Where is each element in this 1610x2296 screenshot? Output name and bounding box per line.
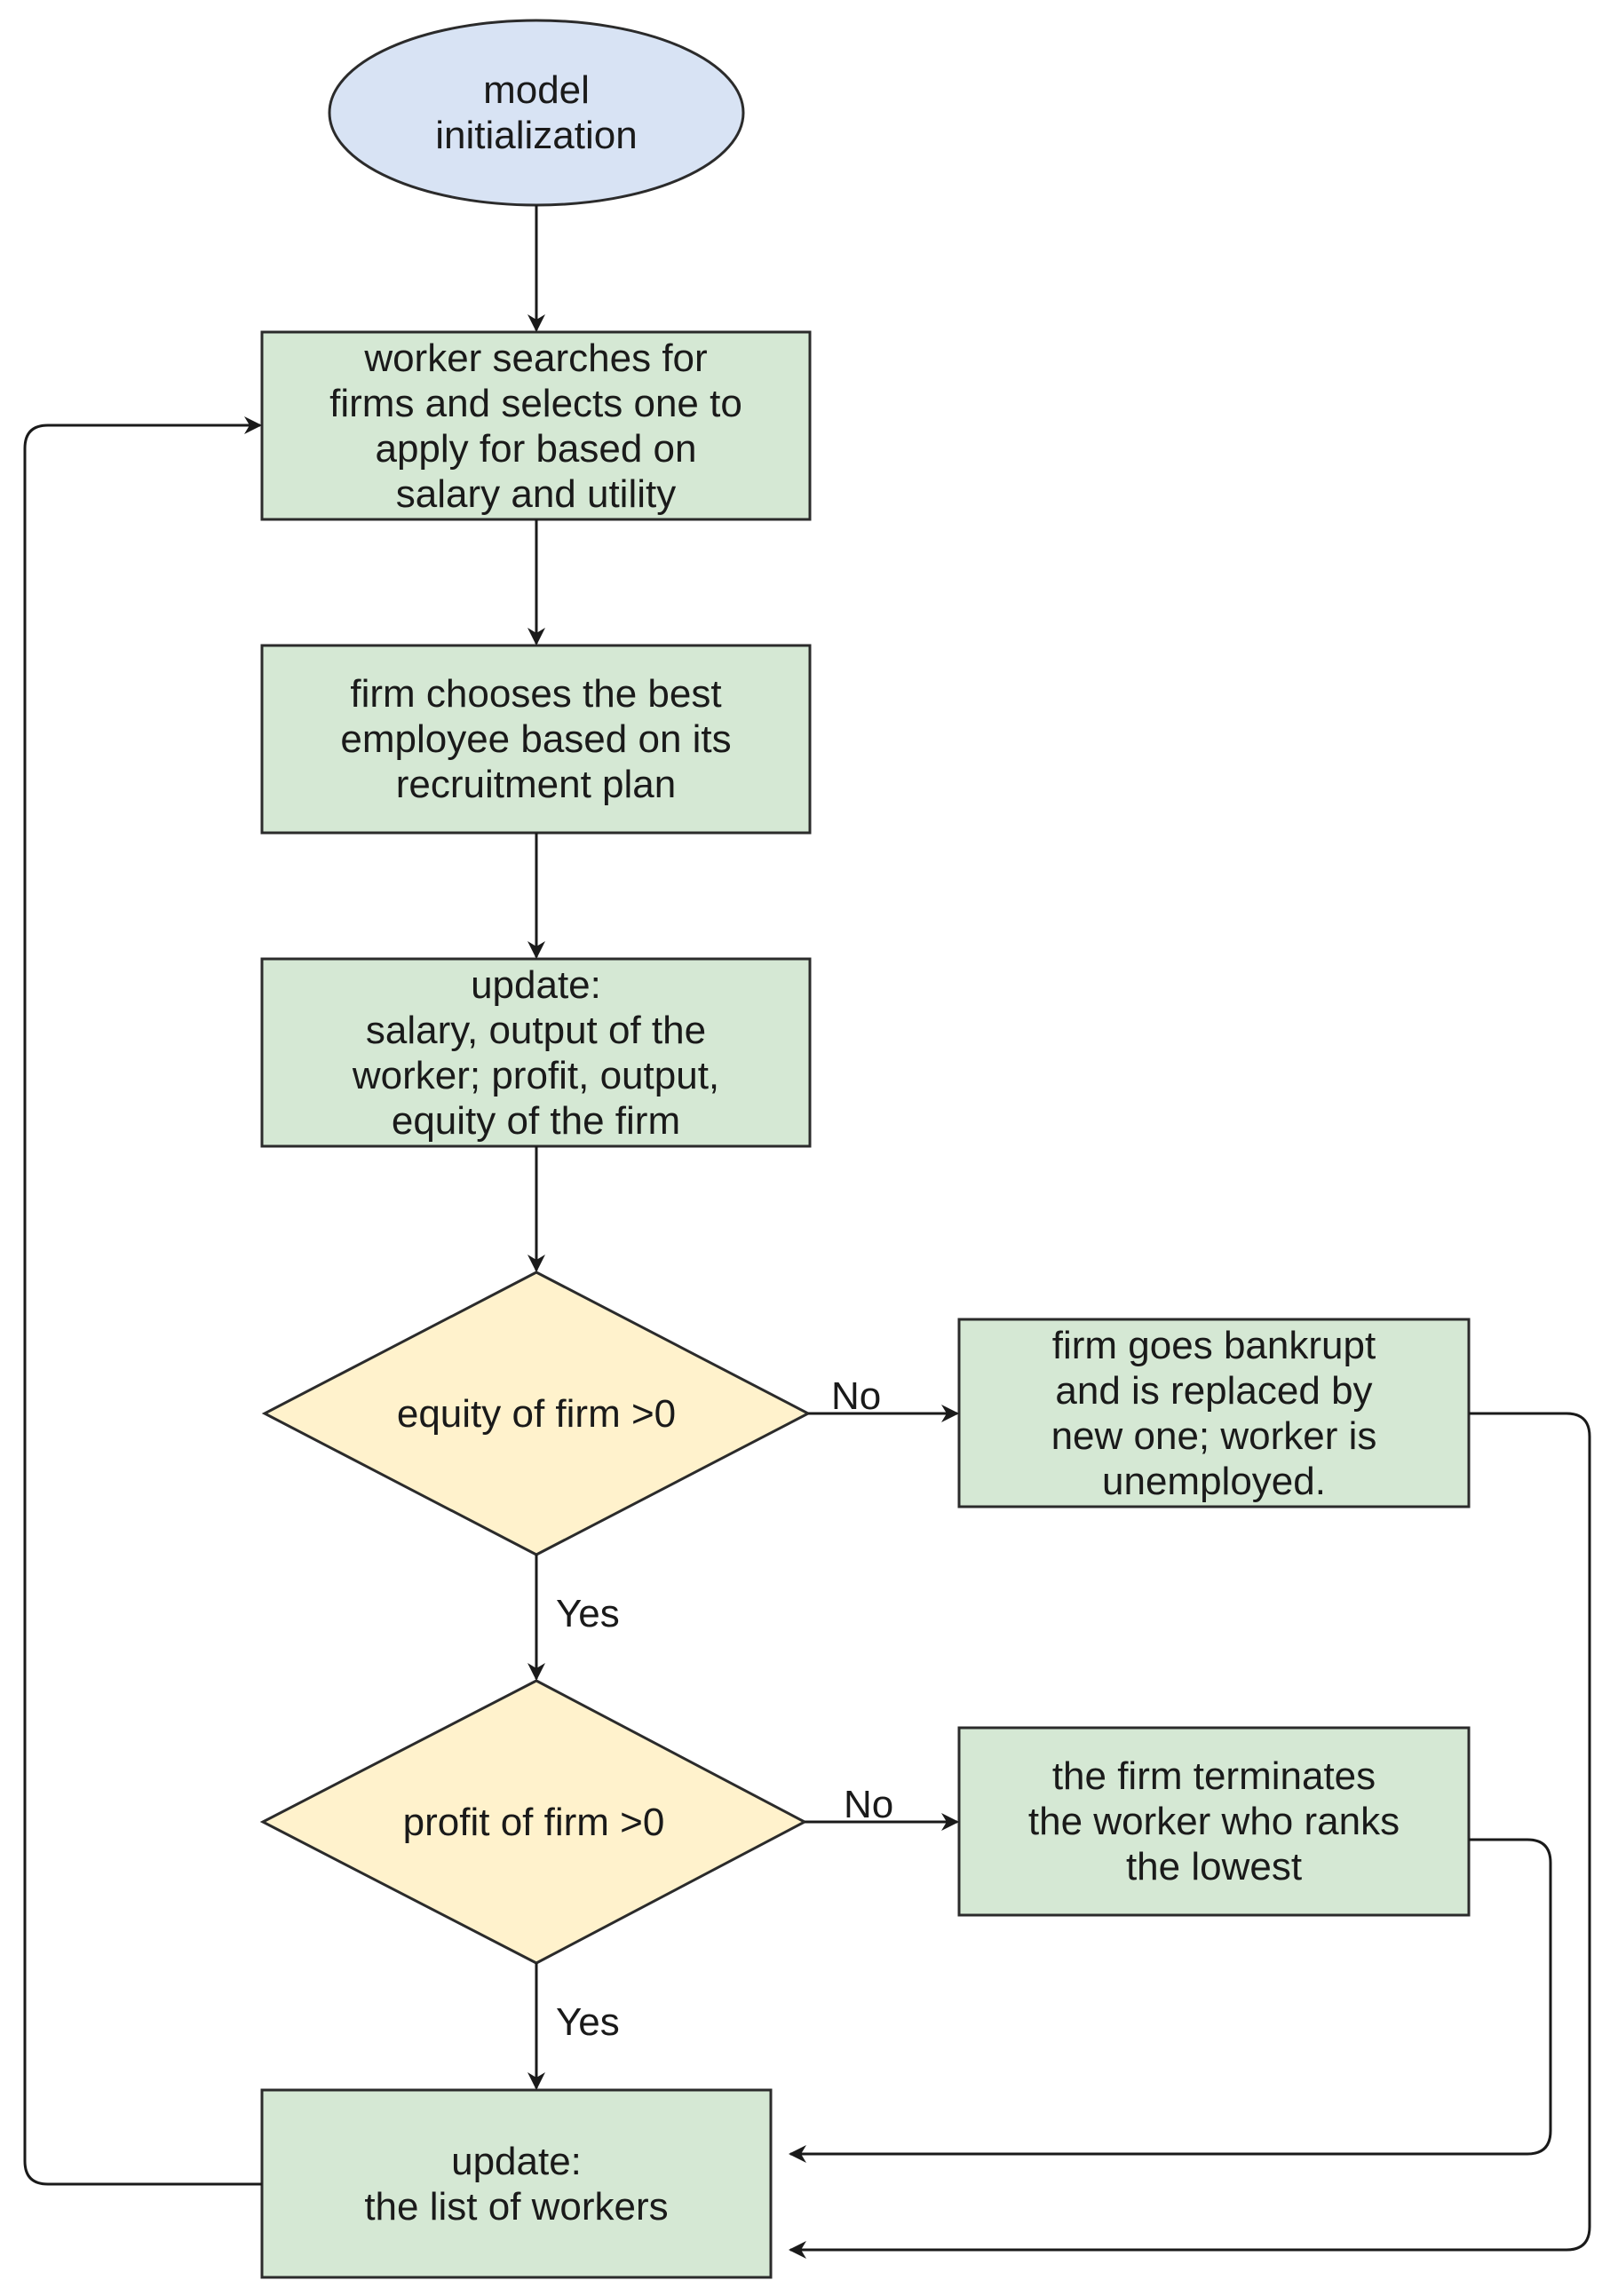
edge-loop-update-list-to-search xyxy=(23,416,262,2186)
choose-process-label: firm chooses the best employee based on … xyxy=(340,672,732,806)
bankrupt-process-shape xyxy=(957,1318,1471,1508)
search-process-label: worker searches for firms and selects on… xyxy=(329,336,742,516)
search-process: worker searches for firms and selects on… xyxy=(262,332,810,519)
update-firm-process-shape xyxy=(260,957,812,1148)
start-terminal: model initialization xyxy=(329,20,743,205)
terminate-process: the firm terminates the worker who ranks… xyxy=(959,1728,1469,1915)
start-terminal-label: model initialization xyxy=(435,68,638,157)
update-list-process-label: update: the list of workers xyxy=(364,2139,669,2229)
choose-process-shape xyxy=(260,644,812,835)
update-firm-process-label: update: salary, output of the worker; pr… xyxy=(352,962,720,1143)
search-process-shape xyxy=(260,330,812,521)
edge-bankrupt-to-update-list xyxy=(789,1412,1591,2259)
profit-decision-label: profit of firm >0 xyxy=(402,1800,665,1844)
profit-yes-label: Yes xyxy=(556,2000,620,2044)
profit-decision: profit of firm >0 xyxy=(263,1681,805,1963)
equity-no-label: No xyxy=(831,1374,882,1418)
bankrupt-process-label: firm goes bankrupt and is replaced by ne… xyxy=(1051,1323,1377,1503)
bankrupt-process: firm goes bankrupt and is replaced by ne… xyxy=(959,1319,1469,1507)
equity-yes-label: Yes xyxy=(556,1592,620,1635)
profit-no-label: No xyxy=(844,1783,894,1826)
update-list-process: update: the list of workers xyxy=(262,2090,771,2277)
update-list-process-shape xyxy=(260,2088,773,2279)
update-firm-process: update: salary, output of the worker; pr… xyxy=(262,959,810,1146)
choose-process: firm chooses the best employee based on … xyxy=(262,645,810,833)
equity-decision: equity of firm >0 xyxy=(265,1272,808,1555)
equity-decision-label: equity of firm >0 xyxy=(396,1391,677,1436)
terminate-process-shape xyxy=(957,1726,1471,1917)
edge-terminate-to-update-list xyxy=(789,1838,1552,2163)
terminate-process-label: the firm terminates the worker who ranks… xyxy=(1027,1754,1400,1888)
